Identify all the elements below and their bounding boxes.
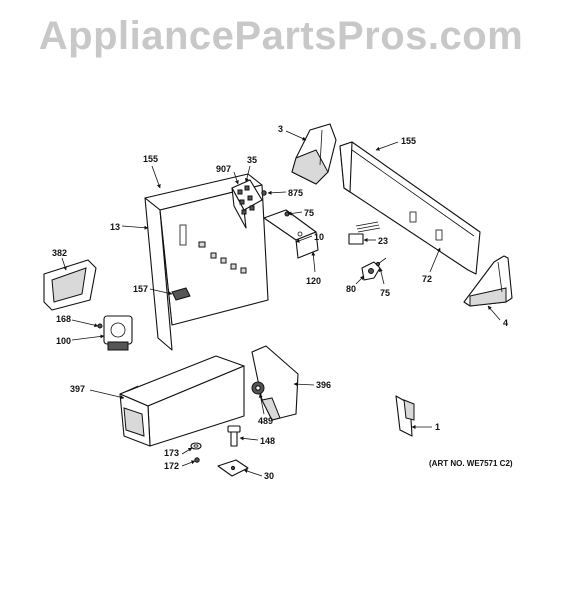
back-panel-part	[339, 141, 481, 275]
art-number: (ART NO. WE7571 C2)	[429, 459, 513, 468]
plate-30-part	[217, 459, 249, 477]
bracket-part	[263, 209, 319, 259]
callout-10: 10	[314, 232, 324, 242]
switch-block-part	[231, 179, 263, 229]
callout-155-right: 155	[401, 136, 416, 146]
manual-part	[395, 395, 415, 437]
watermark: AppliancePartsPros.com	[38, 14, 524, 58]
callout-72: 72	[422, 274, 432, 284]
motor-100-part	[97, 315, 133, 351]
callout-396: 396	[316, 380, 331, 390]
callout-80: 80	[346, 284, 356, 294]
callout-120: 120	[306, 276, 321, 286]
display-window-part	[43, 259, 97, 311]
screw-875-part	[261, 190, 267, 196]
callout-13: 13	[110, 222, 120, 232]
callout-875: 875	[288, 188, 303, 198]
callout-100: 100	[56, 336, 71, 346]
callout-30: 30	[264, 471, 274, 481]
callout-75-bottom: 75	[380, 288, 390, 298]
callout-168: 168	[56, 314, 71, 324]
callout-23: 23	[378, 236, 388, 246]
callout-397: 397	[70, 384, 85, 394]
clip-157-part	[171, 287, 191, 301]
callout-35: 35	[247, 155, 257, 165]
callout-75-top: 75	[304, 208, 314, 218]
support-bracket-part	[251, 345, 299, 421]
callout-3: 3	[278, 124, 283, 134]
duct-box-part	[119, 355, 245, 447]
callout-1: 1	[435, 422, 440, 432]
screw-172-part	[194, 457, 200, 463]
callout-148: 148	[260, 436, 275, 446]
washer-173-part	[190, 442, 202, 450]
callout-382: 382	[52, 248, 67, 258]
knob-80-part	[361, 261, 381, 281]
callout-173: 173	[164, 448, 179, 458]
callout-172: 172	[164, 461, 179, 471]
leader-lines	[61, 130, 501, 477]
callout-4: 4	[503, 318, 508, 328]
callout-489: 489	[258, 416, 273, 426]
screw-75b-part	[375, 257, 387, 267]
callout-labels: 3 155 155 907 35 875 13 75 10 23 382 120…	[52, 124, 513, 481]
end-cap-bracket-part	[291, 123, 337, 185]
side-bracket-part	[463, 255, 513, 307]
fan-489-part	[251, 381, 265, 395]
callout-155-left: 155	[143, 154, 158, 164]
callout-907: 907	[216, 164, 231, 174]
connector-part	[348, 221, 381, 245]
bolt-148-part	[227, 425, 241, 447]
callout-157: 157	[133, 284, 148, 294]
